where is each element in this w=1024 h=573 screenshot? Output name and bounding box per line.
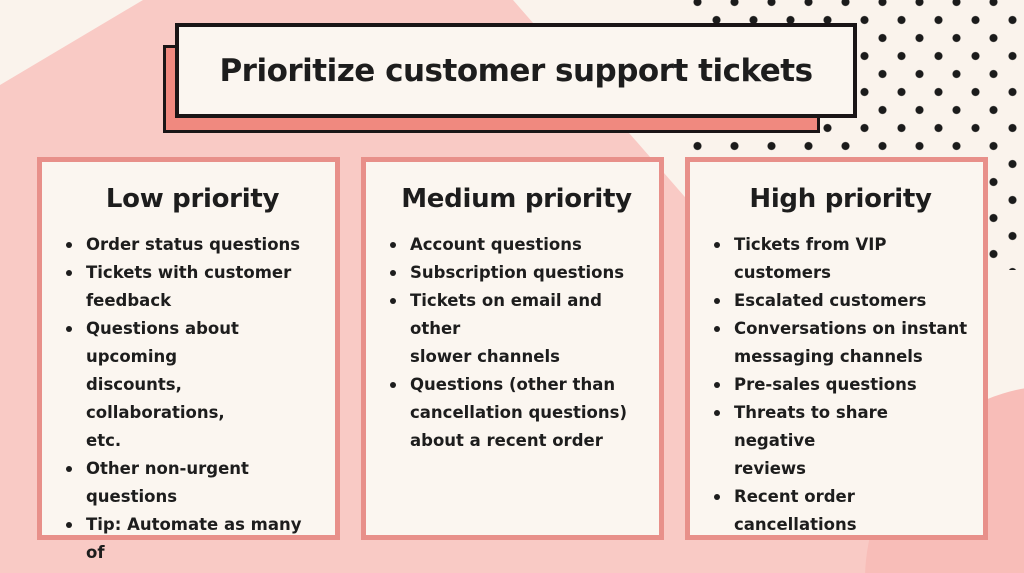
high-priority-heading: High priority [749, 184, 932, 214]
high-priority-card: High priority Tickets from VIP customers… [685, 157, 988, 540]
list-item: Tickets from VIP customers [710, 231, 971, 287]
list-item: Order status questions [62, 231, 323, 259]
title-banner: Prioritize customer support tickets [175, 23, 857, 118]
list-item: Tip: Automate as many of these as possib… [62, 511, 323, 573]
list-item: Other non-urgent questions [62, 455, 323, 511]
list-item: Threats to share negative reviews [710, 399, 971, 483]
list-item: Subscription questions [386, 259, 647, 287]
list-item: Questions about upcoming discounts, coll… [62, 315, 323, 455]
list-item: Conversations on instant messaging chann… [710, 315, 971, 371]
list-item: Recent order cancellations [710, 483, 971, 539]
list-item: Pre-sales questions [710, 371, 971, 399]
list-item: Tickets on email and other slower channe… [386, 287, 647, 371]
list-item: Tickets with customer feedback [62, 259, 323, 315]
low-priority-heading: Low priority [105, 184, 280, 214]
list-item: Account questions [386, 231, 647, 259]
page-title: Prioritize customer support tickets [219, 52, 813, 89]
list-item: Questions (other than cancellation quest… [386, 371, 647, 455]
list-item: Escalated customers [710, 287, 971, 315]
medium-priority-heading: Medium priority [401, 184, 632, 214]
